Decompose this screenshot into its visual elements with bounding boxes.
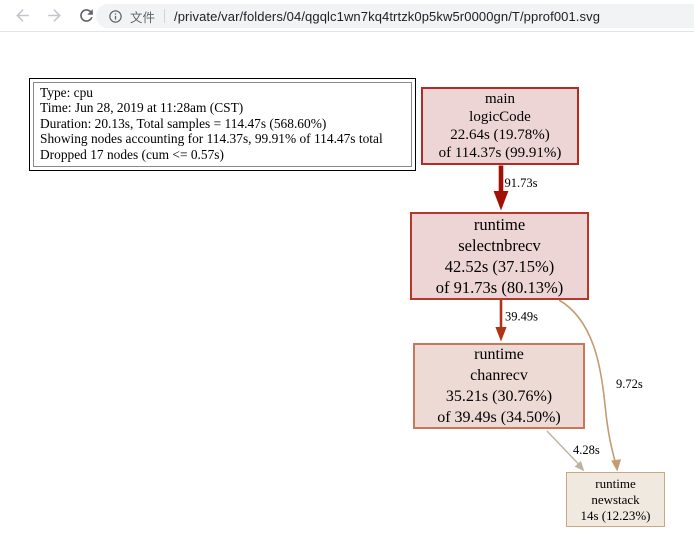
node-line: 42.52s (37.15%) [444, 257, 555, 276]
edge-label: 4.28s [573, 443, 600, 457]
edge-selectnbrecv-chanrecv: 39.49s [495, 300, 538, 342]
edge-chanrecv-newstack: 4.28s [546, 430, 600, 472]
node-runtime-newstack: runtime newstack 14s (12.23%) [566, 472, 665, 527]
node-line: logicCode [469, 109, 531, 125]
node-line: selectnbrecv [458, 236, 541, 255]
legend-line-duration: Duration: 20.13s, Total samples = 114.47… [40, 115, 327, 131]
edge-label: 39.49s [505, 310, 538, 324]
address-bar[interactable]: 文件 /private/var/folders/04/qgqlc1wn7kq4t… [96, 4, 694, 28]
arrow-right-icon [47, 9, 61, 22]
node-line: newstack [591, 491, 640, 507]
arrow-left-icon [15, 9, 29, 22]
profile-legend-text: Type: cpu Time: Jun 28, 2019 at 11:28am … [33, 82, 412, 167]
node-line: main [485, 91, 515, 107]
node-line: 22.64s (19.78%) [450, 127, 550, 143]
profile-legend-box: Type: cpu Time: Jun 28, 2019 at 11:28am … [29, 78, 416, 171]
node-line: runtime [595, 475, 636, 491]
legend-line-type: Type: cpu [40, 85, 93, 100]
edge-main-selectnbrecv: 91.73s [493, 165, 538, 211]
node-runtime-selectnbrecv: runtime selectnbrecv 42.52s (37.15%) of … [410, 212, 589, 300]
legend-line-showing: Showing nodes accounting for 114.37s, 99… [40, 131, 383, 147]
edge-label: 91.73s [505, 176, 538, 190]
legend-line-dropped: Dropped 17 nodes (cum <= 0.57s) [40, 146, 224, 162]
node-line: of 39.49s (34.50%) [437, 409, 561, 426]
node-line: runtime [474, 346, 524, 363]
node-main-logicCode: main logicCode 22.64s (19.78%) of 114.37… [421, 87, 579, 165]
node-runtime-chanrecv: runtime chanrecv 35.21s (30.76%) of 39.4… [413, 343, 585, 429]
legend-line-time: Time: Jun 28, 2019 at 11:28am (CST) [40, 100, 244, 116]
file-scheme-label: 文件 [130, 10, 156, 25]
node-line: of 91.73s (80.13%) [435, 278, 564, 297]
node-line: 14s (12.23%) [580, 507, 651, 523]
node-line: 35.21s (30.76%) [445, 388, 553, 405]
back-button[interactable] [12, 6, 32, 26]
url-text: /private/var/folders/04/qgqlc1wn7kq4trtz… [174, 8, 601, 24]
refresh-icon [79, 9, 93, 22]
node-line: of 114.37s (99.91%) [438, 145, 562, 161]
refresh-button[interactable] [76, 6, 96, 26]
forward-button[interactable] [44, 6, 64, 26]
edge-label: 9.72s [616, 377, 643, 391]
pprof-svg-canvas[interactable]: Type: cpu Time: Jun 28, 2019 at 11:28am … [0, 32, 694, 552]
node-line: runtime [473, 215, 526, 234]
browser-toolbar: 文件 /private/var/folders/04/qgqlc1wn7kq4t… [0, 0, 694, 32]
info-circle-icon[interactable] [108, 9, 123, 24]
node-line: chanrecv [470, 367, 528, 384]
omnibox-separator [164, 9, 166, 23]
